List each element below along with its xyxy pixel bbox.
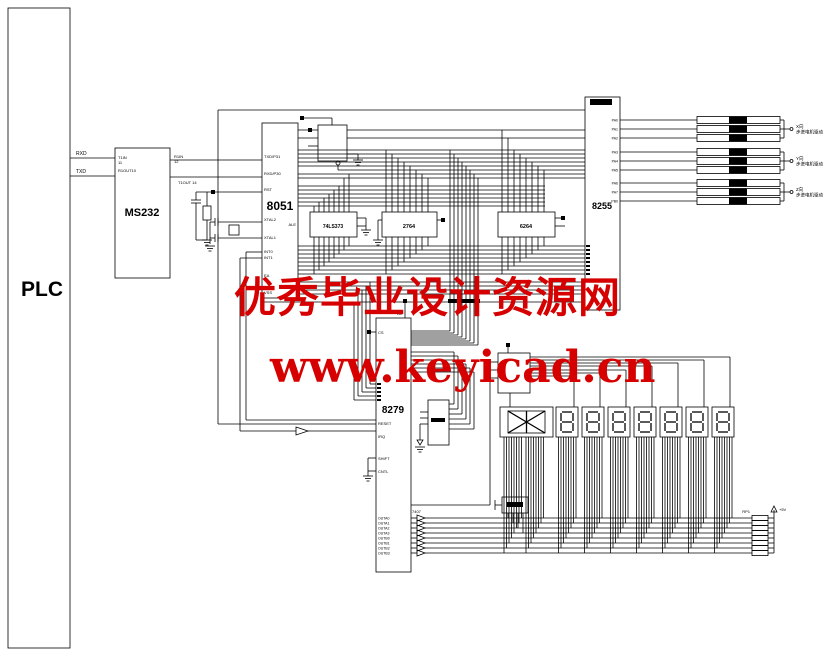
port-label-0: PA0: [612, 119, 618, 123]
kdc-8279: 8279 A0 CS RESET IRQ SHIFT CNTL OUTA0 OU…: [362, 311, 422, 573]
seven-seg-digit: [555, 406, 579, 438]
inverter-symbol: [295, 426, 310, 436]
ms232-label: MS232: [125, 207, 160, 219]
starburst-digit: [499, 406, 554, 438]
pin-irq: IRQ: [378, 434, 385, 439]
out-label-5: OUTB1: [378, 542, 390, 546]
pin-xtal1: XTAL1: [264, 235, 277, 240]
segment-bus: [411, 514, 752, 557]
ms232-pin-t1in-n: 11: [118, 160, 123, 165]
port-label-5: PA5: [612, 169, 618, 173]
crystal-circuit: [204, 218, 262, 252]
pin-reset: RESET: [378, 421, 392, 426]
seven-seg-digit: [633, 406, 657, 438]
port-label-3: PA3: [612, 151, 618, 155]
seven-seg-digit: [685, 406, 709, 438]
pin-txd: TXD/P31: [264, 154, 281, 159]
pin-ale: ALE: [288, 222, 296, 227]
pin-cs: CS: [378, 330, 384, 335]
rl-bundle: [403, 150, 480, 346]
plc-txd-label: TXD: [76, 169, 86, 175]
out-label-4: OUTB0: [378, 537, 390, 541]
port-label-7: PA7: [612, 191, 618, 195]
seven-seg-digit: [581, 406, 605, 438]
ms232-pin-r1out: R1OUT10: [118, 168, 137, 173]
seven-seg-digit: [607, 406, 631, 438]
bus-lower: [262, 245, 585, 303]
rp-label: RP1: [742, 509, 751, 514]
plc-block: PLC RXD TXD: [7, 7, 115, 649]
port-label-6: PA6: [612, 182, 618, 186]
control-lines: [217, 109, 585, 436]
ms232-block: MS232 T1IN 11 R1OUT10 R1IN 12 T1OUT 14: [114, 147, 262, 279]
ppi-8255: 8255 PA0 PA1 PA2 PA3 PA4 PA5 PA6 PA7 PB0: [584, 96, 621, 311]
chip3-label: 6264: [520, 224, 533, 230]
mcu-8051: 8051 TXD/P31 RXD/P30 RST XTAL2 XTAL1 INT…: [261, 122, 299, 299]
out-label-3: OUTA3: [378, 532, 389, 536]
pin-int1: INT1: [264, 255, 273, 260]
port-label-1: PA1: [612, 128, 618, 132]
vcc-label: +5V: [779, 507, 787, 512]
pin-xtal2: XTAL2: [264, 217, 277, 222]
output-x-line1: X向: [796, 123, 804, 129]
out-label-7: OUTB3: [378, 552, 390, 556]
watermark-line1: 优秀毕业设计资源网: [234, 273, 622, 322]
ms232-sig-r1in: R1IN: [174, 154, 183, 159]
bus-to-8279: [353, 282, 381, 401]
chip1-label: 74LS373: [323, 224, 344, 230]
port-label-2: PA2: [612, 137, 618, 141]
display-pin-drops: [503, 436, 733, 554]
driver-label: 7407: [412, 509, 422, 514]
chip-bottom-drops: [313, 237, 545, 274]
plc-label: PLC: [21, 278, 63, 301]
output-group-z: Z向 步进电机驱动: [620, 179, 823, 205]
ms232-pin-t1in: T1IN: [118, 155, 127, 160]
out-label-6: OUTB2: [378, 547, 390, 551]
pin-vss: VSS: [264, 290, 272, 295]
pin-ea: EA: [264, 273, 270, 278]
out-label-2: OUTA2: [378, 527, 389, 531]
led-display-row: [499, 406, 735, 438]
output-group-y: Y向 步进电机驱动: [620, 148, 823, 174]
port-label-8: PB0: [611, 200, 618, 204]
seven-seg-digit: [711, 406, 735, 438]
chip2-label: 2764: [403, 224, 416, 230]
bus-driver-chip: [494, 496, 529, 533]
port-label-4: PA4: [612, 160, 618, 164]
pin-rst: RST: [264, 187, 273, 192]
plc-rxd-label: RXD: [76, 151, 87, 157]
kdc-8279-label: 8279: [382, 405, 405, 416]
chip-6264: 6264: [497, 211, 565, 238]
ppi-8255-label: 8255: [592, 201, 612, 211]
pullup-network: +5V RP1: [742, 505, 787, 556]
output-y-line2: 步进电机驱动: [796, 161, 823, 168]
output-group-x: X向 步进电机驱动: [620, 116, 823, 142]
bus-upper: [298, 129, 585, 207]
ms232-sig-t1out: T1OUT 14: [178, 180, 197, 185]
pin-shift: SHIFT: [378, 456, 390, 461]
chip-74ls373: 74LS373: [309, 211, 372, 238]
out-label-1: OUTA1: [378, 522, 389, 526]
chip-2764: 2764: [372, 211, 445, 246]
chip-top-drops: [313, 130, 545, 212]
pin-cntl: CNTL: [378, 469, 389, 474]
seven-seg-digit: [659, 406, 683, 438]
pin-rxd: RXD/P30: [264, 171, 281, 176]
pin-a0: A0: [397, 311, 403, 316]
digit-driver-chip: [411, 343, 731, 506]
mcu-8051-label: 8051: [267, 199, 294, 213]
output-x-line2: 步进电机驱动: [796, 129, 823, 136]
out-label-0: OUTA0: [378, 517, 389, 521]
reset-circuit: [191, 190, 262, 246]
ms232-sig-r1in-n: 12: [174, 159, 179, 164]
output-z-line1: Z向: [796, 186, 804, 192]
pin-int0: INT0: [264, 249, 273, 254]
watermark-line2: www.keyicad.cn: [270, 342, 656, 393]
output-y-line1: Y向: [796, 155, 804, 161]
output-z-line2: 步进电机驱动: [796, 192, 823, 199]
keyboard-chip: [411, 351, 475, 453]
